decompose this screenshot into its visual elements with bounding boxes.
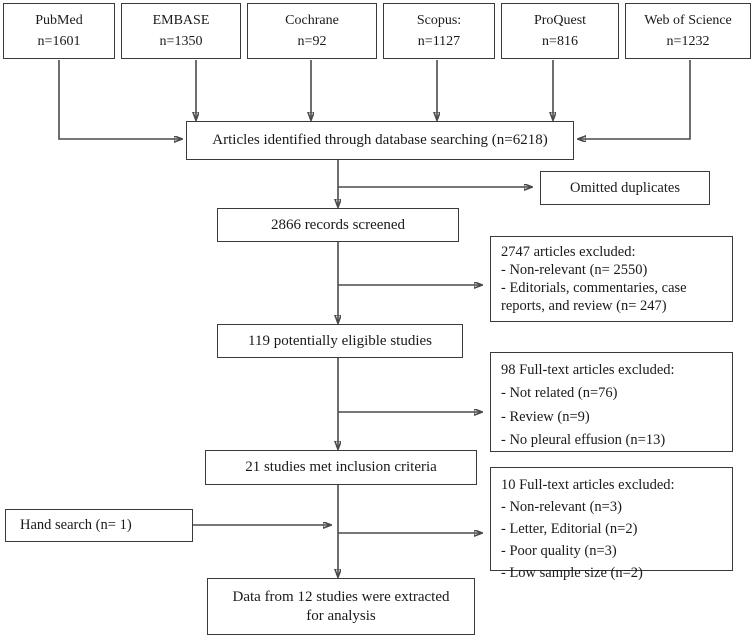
- final-line: Data from 12 studies were extracted: [232, 588, 450, 605]
- source-box-cochrane: Cochrane n=92: [247, 3, 377, 59]
- box-label: 21 studies met inclusion criteria: [245, 459, 437, 476]
- final-line: for analysis: [306, 607, 376, 624]
- excluded-fulltext-2-lines: 10 Full-text articles excluded: - Non-re…: [501, 474, 724, 584]
- source-count: n=1601: [37, 34, 81, 49]
- wire-pubmed: [58, 60, 182, 139]
- box-label: Hand search (n= 1): [20, 517, 132, 534]
- excluded-line: - Poor quality (n=3): [501, 543, 617, 560]
- box-hand-search: Hand search (n= 1): [5, 509, 193, 542]
- box-final-extraction: Data from 12 studies were extracted for …: [207, 578, 475, 635]
- source-name: EMBASE: [152, 13, 210, 28]
- source-box-scopus: Scopus: n=1127: [383, 3, 495, 59]
- excluded-line: - Non-relevant (n=3): [501, 499, 622, 516]
- source-count: n=92: [297, 34, 327, 49]
- box-label: 2866 records screened: [270, 216, 406, 233]
- excluded-line: - Editorials, commentaries, case reports…: [501, 280, 687, 315]
- box-label: 119 potentially eligible studies: [248, 332, 432, 349]
- box-omitted-duplicates: Omitted duplicates: [540, 171, 710, 205]
- source-name: ProQuest: [533, 13, 587, 28]
- box-eligible-studies: 119 potentially eligible studies: [217, 324, 463, 358]
- excluded-line: - Letter, Editorial (n=2): [501, 521, 638, 538]
- box-label: Omitted duplicates: [570, 179, 680, 196]
- source-name: Scopus:: [416, 13, 462, 28]
- source-box-proquest: ProQuest n=816: [501, 3, 619, 59]
- excluded-line: - Low sample size (n=2): [501, 565, 643, 582]
- excluded-line: 98 Full-text articles excluded:: [501, 362, 675, 378]
- source-box-pubmed: PubMed n=1601: [3, 3, 115, 59]
- wire-web-of-science: [578, 60, 691, 139]
- source-count: n=1127: [417, 34, 461, 49]
- source-box-web-of-science: Web of Science n=1232: [625, 3, 751, 59]
- source-name: Web of Science: [644, 13, 732, 28]
- excluded-fulltext-1-lines: 98 Full-text articles excluded: - Not re…: [501, 359, 724, 453]
- box-excluded-fulltext-2: 10 Full-text articles excluded: - Non-re…: [490, 467, 733, 581]
- source-count: n=816: [542, 34, 578, 49]
- source-box-embase: EMBASE n=1350: [121, 3, 241, 59]
- excluded-line: 10 Full-text articles excluded:: [501, 477, 675, 493]
- box-records-screened: 2866 records screened: [217, 208, 459, 242]
- source-count: n=1232: [666, 34, 710, 49]
- box-excluded-screening: 2747 articles excluded: - Non-relevant (…: [490, 236, 733, 322]
- source-count: n=1350: [159, 34, 203, 49]
- box-inclusion-criteria: 21 studies met inclusion criteria: [205, 450, 477, 485]
- box-label: Articles identified through database sea…: [212, 132, 548, 149]
- excluded-line: 2747 articles excluded:: [501, 244, 636, 260]
- excluded-line: - Not related (n=76): [501, 385, 618, 402]
- excluded-line: - Non-relevant (n= 2550): [501, 262, 648, 279]
- excluded-line: - Review (n=9): [501, 408, 590, 425]
- box-excluded-fulltext-1: 98 Full-text articles excluded: - Not re…: [490, 352, 733, 452]
- source-name: PubMed: [35, 13, 83, 28]
- source-name: Cochrane: [285, 13, 339, 28]
- excluded-line: - No pleural effusion (n=13): [501, 432, 666, 449]
- box-articles-identified: Articles identified through database sea…: [186, 121, 574, 160]
- final-lines: Data from 12 studies were extracted for …: [233, 588, 450, 626]
- excluded-screening-lines: 2747 articles excluded: - Non-relevant (…: [501, 243, 724, 316]
